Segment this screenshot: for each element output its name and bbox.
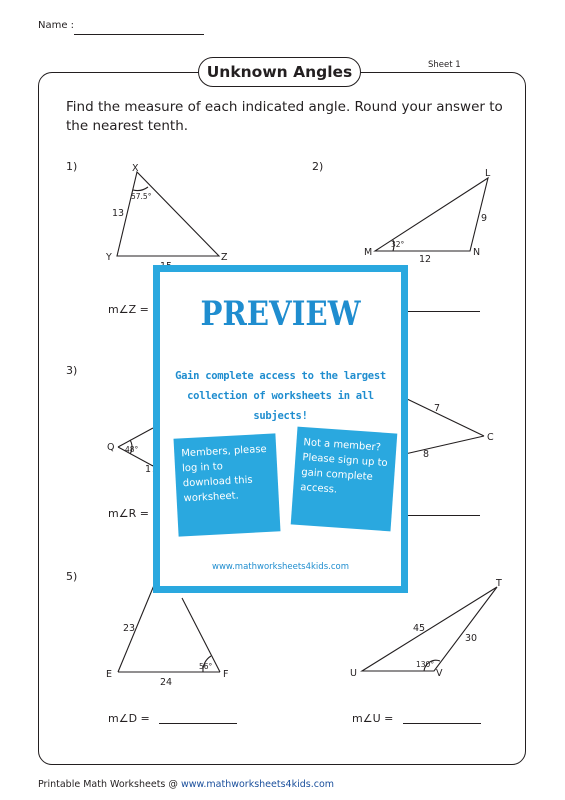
vertex-label: Z	[221, 252, 228, 263]
problem-number: 3)	[66, 364, 78, 377]
triangle-side	[404, 435, 485, 455]
answer-label: m∠R =	[108, 507, 149, 520]
angle-arc	[129, 439, 133, 455]
vertex-label: N	[473, 247, 480, 258]
triangle-side	[181, 597, 221, 673]
vertex-label: Y	[105, 252, 112, 263]
side-label: 13	[112, 208, 124, 219]
answer-field[interactable]	[159, 723, 238, 724]
angle-label: 57.5°	[131, 192, 152, 201]
vertex-label: Q	[107, 442, 114, 453]
vertex-label: M	[364, 247, 372, 258]
name-label: Name :	[38, 20, 75, 31]
angle-label: 130°	[416, 660, 434, 669]
vertex-label: T	[495, 578, 502, 589]
side-label: 7	[434, 403, 440, 414]
vertex-label: C	[487, 432, 494, 443]
login-button[interactable]: Members, please log in to download this …	[173, 433, 281, 537]
answer-label: m∠D =	[108, 712, 150, 725]
angle-arc	[423, 659, 441, 672]
preview-overlay: PREVIEW Gain complete access to the larg…	[153, 265, 408, 593]
vertex-label: V	[436, 668, 443, 679]
side-label: 17	[145, 464, 157, 475]
triangle-xyz	[116, 170, 221, 257]
name-field[interactable]	[74, 34, 204, 35]
angle-label: 32°	[391, 240, 405, 249]
instructions: Find the measure of each indicated angle…	[66, 99, 503, 134]
vertex-label: L	[485, 168, 491, 179]
sheet-label: Sheet 1	[428, 60, 461, 70]
side-label: 23	[123, 623, 135, 634]
side-label: 45	[413, 623, 425, 634]
angle-arc	[132, 186, 149, 192]
problem-number: 5)	[66, 570, 78, 583]
angle-arc	[202, 655, 212, 673]
footer-link[interactable]: www.mathworksheets4kids.com	[180, 779, 335, 790]
vertex-label: U	[350, 668, 357, 679]
angle-arc	[392, 239, 395, 252]
answer-field[interactable]	[402, 515, 480, 516]
worksheet-title: Unknown Angles	[198, 57, 361, 87]
angle-label: 56°	[199, 662, 213, 671]
answer-row: m∠U =	[352, 712, 481, 725]
triangle-tuv	[360, 586, 498, 672]
footer: Printable Math Worksheets @ www.mathwork…	[38, 779, 334, 790]
footer-text: Printable Math Worksheets @	[38, 779, 181, 790]
preview-subtitle-line: Gain complete access to the largest	[175, 370, 386, 382]
side-label: 8	[423, 449, 429, 460]
answer-field[interactable]	[402, 723, 481, 724]
answer-label: m∠Z =	[108, 303, 149, 316]
answer-row: m∠R =	[108, 507, 149, 520]
preview-subtitle-line: collection of worksheets in all subjects…	[187, 390, 374, 422]
preview-url-link[interactable]: www.mathworksheets4kids.com	[212, 562, 349, 572]
vertex-label: F	[223, 669, 228, 680]
triangle-side	[117, 577, 158, 673]
problem-number: 2)	[312, 160, 324, 173]
preview-title: PREVIEW	[200, 294, 361, 334]
preview-subtitle: Gain complete access to the largest coll…	[160, 366, 401, 426]
side-label: 24	[160, 677, 172, 688]
triangle-side	[117, 446, 154, 467]
problem-number: 1)	[66, 160, 78, 173]
side-label: 9	[481, 213, 487, 224]
side-label: 30	[465, 633, 477, 644]
side-label: 12	[419, 254, 431, 265]
triangle-side	[404, 397, 485, 437]
signup-button[interactable]: Not a member? Please sign up to gain com…	[290, 426, 398, 532]
vertex-label: X	[132, 163, 139, 174]
triangle-lmn	[373, 176, 489, 252]
angle-label: 48°	[125, 445, 139, 454]
answer-row: m∠Z =	[108, 303, 149, 316]
triangle-side	[117, 427, 154, 448]
answer-field[interactable]	[402, 311, 480, 312]
answer-label: m∠U =	[352, 712, 394, 725]
vertex-label: E	[106, 669, 112, 680]
answer-row: m∠D =	[108, 712, 238, 725]
